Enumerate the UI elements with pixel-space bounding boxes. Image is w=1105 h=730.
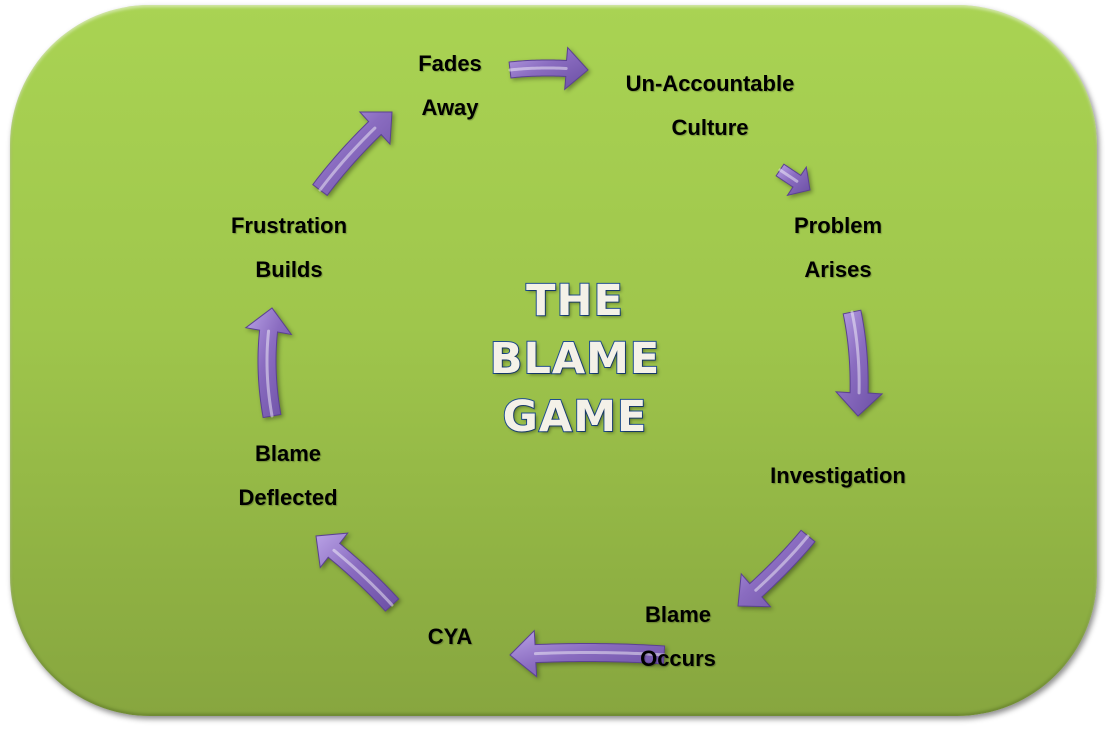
step-line: Culture: [671, 115, 749, 140]
arrow-culture-to-problem-icon: [775, 163, 811, 197]
step-blame-occurs: Blame Occurs: [608, 593, 748, 681]
diagram-title: THE BLAME GAME: [470, 272, 680, 446]
arrow-fades-to-culture-highlight: [508, 66, 568, 72]
step-frustration-builds: Frustration Builds: [204, 204, 374, 292]
title-line-2: BLAME: [489, 333, 661, 385]
arrow-frustration-to-fades-icon: [312, 111, 393, 197]
step-line: Builds: [255, 257, 323, 282]
step-line: Problem: [793, 213, 883, 238]
arrow-deflected-to-frustration-highlight: [265, 329, 274, 418]
step-line: Away: [421, 95, 479, 120]
arrow-problem-to-investigation-icon: [834, 309, 884, 417]
step-line: Investigation: [770, 463, 906, 488]
step-line: Arises: [804, 257, 872, 282]
arrow-frustration-to-fades-highlight: [318, 126, 377, 192]
title-line-3: GAME: [502, 391, 648, 443]
arrow-deflected-to-frustration-icon: [244, 307, 293, 419]
arrow-cya-to-deflected-icon: [315, 532, 400, 612]
step-line: Blame: [644, 602, 712, 627]
step-line: Un-Accountable: [625, 71, 795, 96]
step-line: CYA: [427, 624, 473, 649]
step-line: Blame: [254, 441, 322, 466]
arrow-cya-to-deflected-highlight: [332, 548, 394, 607]
step-problem-arises: Problem Arises: [758, 204, 918, 292]
step-unaccountable-culture: Un-Accountable Culture: [590, 62, 830, 150]
step-blame-deflected: Blame Deflected: [208, 432, 368, 520]
step-line: Frustration: [230, 213, 348, 238]
arrow-blame-to-cya-icon: [509, 629, 666, 678]
arrow-investigation-to-blame-icon: [737, 529, 816, 608]
step-investigation: Investigation: [738, 454, 938, 498]
diagram-panel: [10, 5, 1097, 716]
arrow-investigation-to-blame-highlight: [754, 534, 810, 592]
step-cya: CYA: [400, 615, 500, 659]
arrow-culture-to-problem-highlight: [778, 168, 799, 183]
step-line: Deflected: [238, 485, 338, 510]
title-line-1: THE: [525, 275, 624, 327]
step-line: Fades: [418, 51, 482, 76]
arrow-blame-to-cya-highlight: [533, 651, 666, 657]
step-fades-away: Fades Away: [390, 42, 510, 130]
arrow-problem-to-investigation-highlight: [850, 310, 861, 395]
step-line: Occurs: [640, 646, 716, 671]
arrow-fades-to-culture-icon: [508, 46, 589, 91]
